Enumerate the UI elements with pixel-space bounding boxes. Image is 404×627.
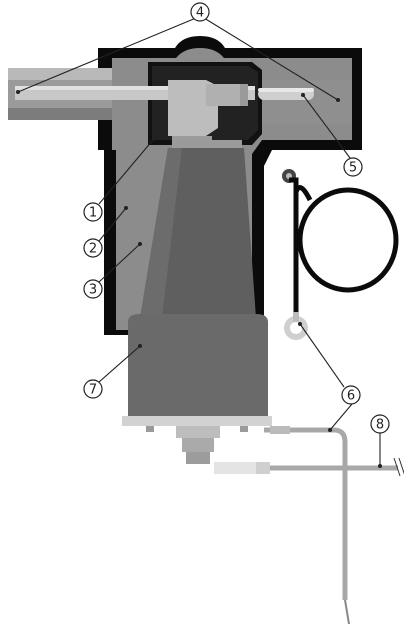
callout-4: 4 [190,2,210,22]
callout-2: 2 [83,238,103,258]
ground-lead [214,426,404,625]
callout-label: 2 [89,242,97,257]
callout-1: 1 [83,202,103,222]
arrester-base [122,314,272,464]
callout-5: 5 [343,157,363,177]
callout-3: 3 [83,279,103,299]
right-probe [258,80,352,124]
ground-cable-loop [282,169,399,340]
leader-lines [16,17,382,468]
arrester-body [140,140,256,318]
callout-6: 6 [341,385,361,405]
callout-label: 6 [347,389,355,404]
callout-label: 4 [196,6,204,21]
callout-7: 7 [83,379,103,399]
callout-label: 1 [89,206,97,221]
callout-8: 8 [370,414,390,434]
callout-label: 8 [376,418,384,433]
callout-label: 7 [89,383,97,398]
callout-label: 5 [349,161,357,176]
callout-label: 3 [89,283,97,298]
